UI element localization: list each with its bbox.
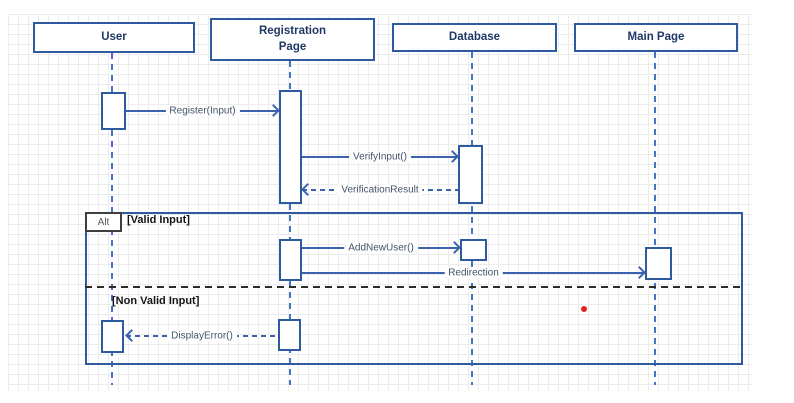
activation-registration-2 — [279, 239, 302, 281]
message-label: Register(Input) — [165, 105, 240, 117]
actor-label: User — [101, 30, 127, 43]
message-label: DisplayError() — [167, 330, 237, 342]
actor-user: User — [33, 22, 195, 53]
message-display-error: DisplayError() — [125, 329, 278, 343]
activation-user-1 — [101, 92, 126, 130]
message-verification-result: VerificationResult — [301, 183, 458, 197]
actor-main-page: Main Page — [574, 23, 738, 52]
message-label: VerifyInput() — [349, 151, 411, 163]
arrow-left-icon — [125, 329, 138, 342]
arrow-right-icon — [267, 104, 280, 117]
message-register-input: Register(Input) — [126, 104, 280, 118]
red-dot-marker — [581, 306, 587, 312]
lifeline-registration-page — [289, 61, 291, 385]
arrow-left-icon — [301, 183, 314, 196]
grid-background — [8, 14, 753, 391]
activation-database-1 — [458, 145, 483, 204]
guard-non-valid-input: [Non Valid Input] — [112, 295, 200, 307]
message-redirection: Redirection — [302, 266, 646, 280]
alt-operator-label: Alt — [85, 212, 122, 232]
arrow-right-icon — [446, 150, 459, 163]
lifeline-database — [471, 52, 473, 385]
activation-registration-3 — [278, 319, 301, 351]
message-label: AddNewUser() — [344, 242, 418, 254]
guard-valid-input: [Valid Input] — [127, 214, 190, 226]
actor-database: Database — [392, 23, 557, 52]
message-label: VerificationResult — [337, 184, 423, 196]
actor-label: Registration Page — [258, 24, 327, 53]
lifeline-main-page — [654, 52, 656, 385]
message-label: Redirection — [444, 267, 503, 279]
actor-label: Database — [448, 30, 501, 43]
message-add-new-user: AddNewUser() — [302, 241, 461, 255]
actor-label: Main Page — [627, 30, 685, 43]
alt-fragment-frame — [85, 212, 743, 365]
message-verify-input: VerifyInput() — [302, 150, 459, 164]
activation-main-page — [645, 247, 672, 280]
arrow-right-icon — [448, 241, 461, 254]
alt-operator-text: Alt — [97, 216, 110, 228]
actor-registration-page: Registration Page — [210, 18, 375, 61]
activation-user-2 — [101, 320, 124, 353]
activation-registration-1 — [279, 90, 302, 204]
alt-fragment-separator — [85, 286, 743, 288]
activation-database-2 — [460, 239, 487, 261]
arrow-right-icon — [633, 266, 646, 279]
